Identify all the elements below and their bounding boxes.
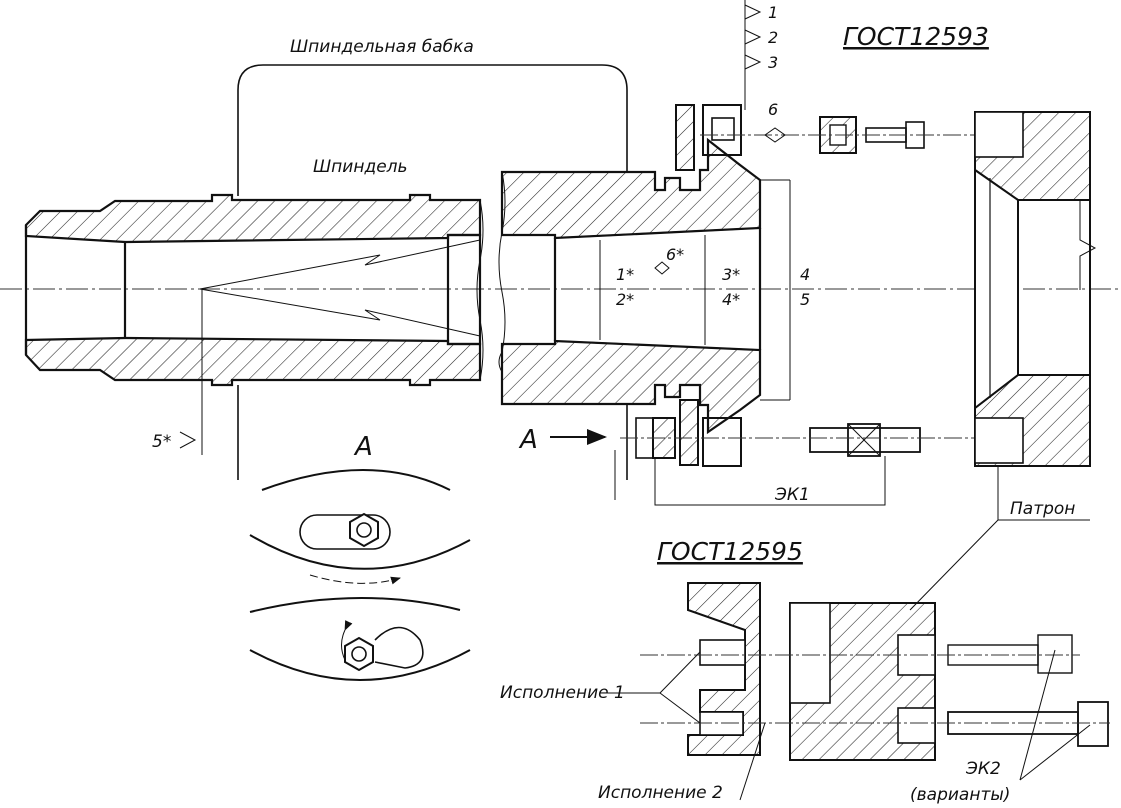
view-a-sketch-2 [249, 596, 471, 681]
spindle-shaft [24, 171, 506, 387]
annotation-5: 5 [800, 290, 810, 309]
chuck-label: Патрон [1010, 499, 1075, 519]
spindle-head-outline [237, 64, 628, 196]
stud-bottom [620, 423, 1000, 457]
annotation-4s: 4* [722, 290, 740, 309]
chuck-body [974, 111, 1097, 467]
gost12595-flange [687, 582, 761, 756]
annotation-5s: 5* [152, 432, 171, 452]
bolt-variants [640, 634, 1110, 747]
gost-bottom-label: ГОСТ12595 [657, 537, 803, 566]
view-a-section-label: А [353, 432, 373, 462]
ek2-label: ЭК2 [965, 759, 1001, 779]
gost12595-chuck [789, 602, 936, 761]
annotation-2s: 2* [616, 290, 634, 309]
annotation-4: 4 [800, 265, 810, 284]
annotation-6: 6 [768, 100, 778, 119]
spindle-label: Шпиндель [313, 157, 408, 177]
ek1-label: ЭК1 [774, 485, 810, 505]
variants-label: (варианты) [910, 785, 1010, 805]
roughness-marks [179, 4, 786, 449]
annotation-6s: 6* [666, 245, 684, 264]
view-a-sketch-1 [249, 469, 471, 585]
annotation-1s: 1* [616, 265, 634, 284]
variant1-label: Исполнение 1 [500, 683, 625, 703]
spindle-nose [500, 104, 762, 467]
annotation-2: 2 [768, 28, 778, 47]
spindle-head-label: Шпиндельная бабка [290, 37, 474, 57]
annotation-3s: 3* [722, 265, 740, 284]
view-a-arrow-label: А [518, 425, 538, 455]
bolt-set-top [700, 116, 980, 154]
gost-top-label: ГОСТ12593 [843, 22, 989, 51]
annotation-3: 3 [768, 53, 778, 72]
annotation-1: 1 [768, 3, 778, 22]
variant2-label: Исполнение 2 [598, 783, 723, 803]
